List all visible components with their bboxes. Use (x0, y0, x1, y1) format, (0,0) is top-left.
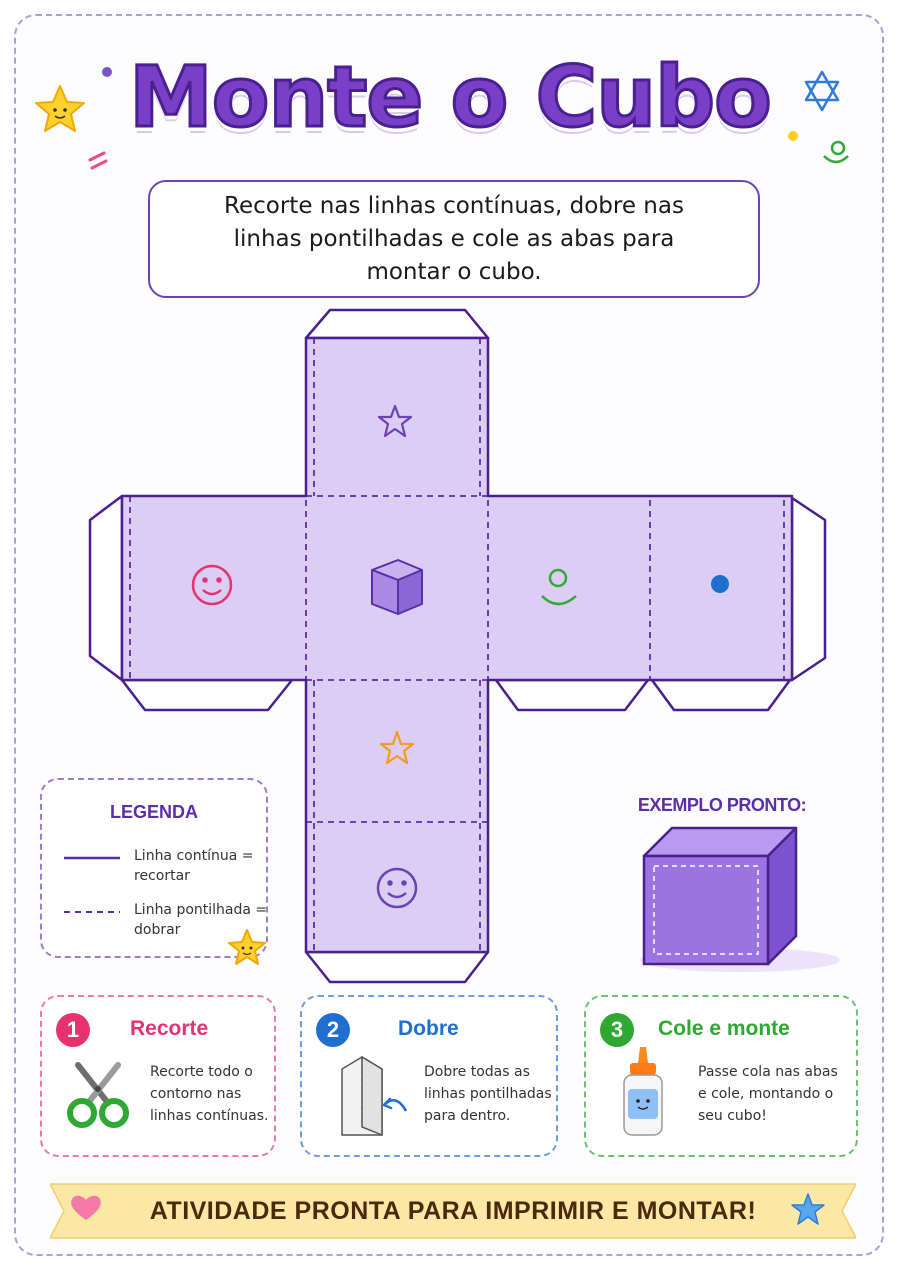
smile-curve-icon (541, 568, 577, 606)
step-number: 1 (56, 1013, 90, 1047)
tab-bottom-right (650, 678, 792, 712)
step-1-card: 1 Recorte Recorte todo o contorno nas li… (40, 995, 276, 1157)
instructions-box: Recorte nas linhas contínuas, dobre nas … (148, 180, 760, 298)
step-2-card: 2 Dobre Dobre todas as linhas pontilhada… (300, 995, 558, 1157)
fold-paper-icon (341, 1055, 408, 1137)
star-icon (35, 85, 85, 132)
banner-text: ATIVIDADE PRONTA PARA IMPRIMIR E MONTAR! (149, 1196, 757, 1225)
step-number: 2 (316, 1013, 350, 1047)
star-icon (377, 404, 413, 438)
page-title: Monte o Cubo (128, 47, 774, 148)
tab-top (304, 308, 490, 340)
example-title: EXEMPLO PRONTO: (637, 795, 807, 815)
cube-icon (371, 559, 423, 615)
legend-box: LEGENDA Linha contínua = recortar Linha … (40, 778, 268, 958)
footer-banner: ATIVIDADE PRONTA PARA IMPRIMIR E MONTAR! (50, 1180, 856, 1242)
step-title: Recorte (130, 1017, 209, 1040)
solid-line-sample (64, 856, 120, 860)
dot-icon (711, 575, 729, 593)
star-icon (379, 730, 415, 765)
face-right (488, 496, 650, 680)
cube-net (88, 308, 827, 984)
sparkle-icon (88, 151, 108, 170)
star-icon (791, 1193, 825, 1225)
step-title: Cole e monte (658, 1017, 790, 1040)
step-3-card: 3 Cole e monte Passe cola nas abas e col… (584, 995, 858, 1157)
step-title: Dobre (398, 1017, 459, 1040)
star-icon (228, 929, 266, 965)
scissors-icon (67, 1062, 129, 1128)
smile-curve-icon (823, 140, 849, 164)
dot-icon (788, 131, 798, 141)
dot-icon (102, 67, 112, 77)
fold-lines (129, 338, 785, 952)
example-cube (640, 826, 840, 972)
hexagram-icon (804, 70, 840, 112)
tab-bottom (304, 950, 490, 984)
instructions-text: Recorte nas linhas contínuas, dobre nas … (224, 192, 684, 285)
step-number: 3 (600, 1013, 634, 1047)
heart-icon (71, 1195, 101, 1220)
step-text: Dobre todas as linhas pontilhadas para d… (424, 1064, 552, 1124)
dashed-line-sample (64, 911, 120, 913)
legend-dashed-text: Linha pontilhada = dobrar (134, 902, 268, 938)
face-left (122, 496, 306, 680)
tab-right (790, 496, 827, 682)
step-text: Passe cola nas abas e cole, montando o s… (698, 1064, 838, 1124)
decorations (35, 67, 849, 170)
tab-bottom-mid (494, 678, 650, 712)
smiley-icon (191, 564, 233, 606)
face-bottom (306, 680, 488, 822)
step-text: Recorte todo o contorno nas linhas contí… (150, 1064, 269, 1124)
face-bottom-2 (306, 822, 488, 952)
net-outline (120, 336, 794, 954)
banner-ribbon (50, 1183, 856, 1239)
smiley-icon (376, 867, 418, 909)
glue-bottle-icon (623, 1047, 663, 1136)
legend-solid-text: Linha contínua = recortar (134, 848, 254, 884)
face-top (306, 338, 488, 496)
tab-left (88, 494, 124, 682)
legend-title: LEGENDA (109, 802, 198, 822)
tab-bottom-left (120, 678, 294, 712)
